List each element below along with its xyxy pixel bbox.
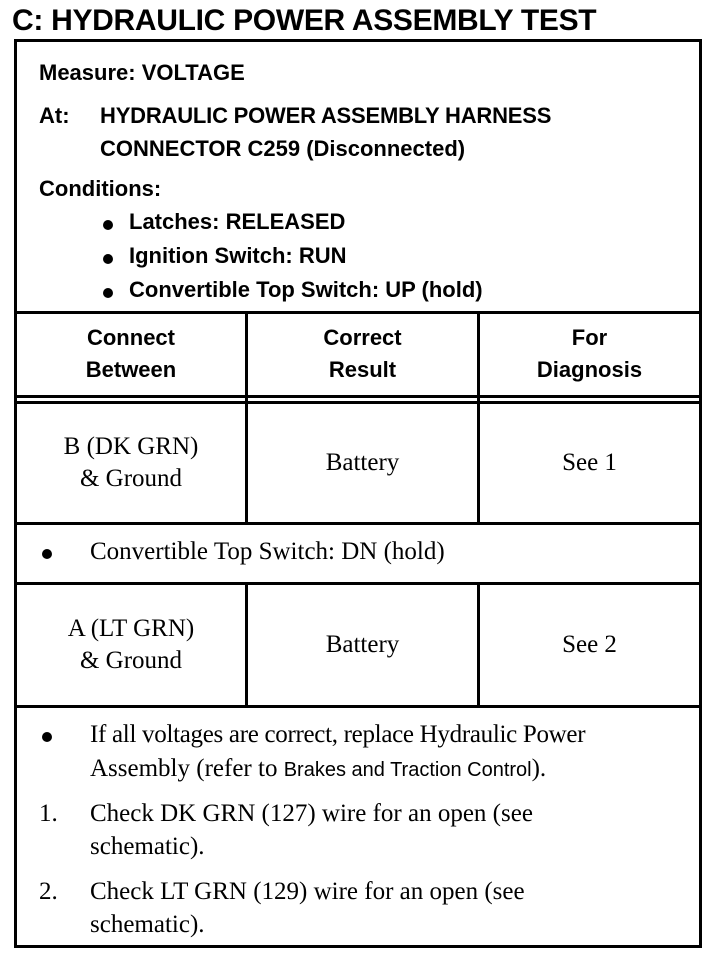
interstitial-condition: Convertible Top Switch: DN (hold)	[90, 538, 445, 565]
divider	[17, 395, 699, 398]
condition-bullet	[103, 288, 113, 298]
row-1-connect-between: B (DK GRN)& Ground	[63, 433, 199, 492]
divider	[17, 705, 699, 708]
manual-reference: Brakes and Traction Control	[283, 759, 532, 781]
column-divider	[477, 585, 480, 705]
at-line-1: HYDRAULIC POWER ASSEMBLY HARNESS	[100, 103, 552, 128]
row-2-correct-result: Battery	[325, 631, 400, 658]
condition-bullet	[103, 220, 113, 230]
step-line: schematic).	[90, 833, 205, 860]
row-2-connect-between: A (LT GRN)& Ground	[67, 615, 195, 674]
at-label: At:	[39, 103, 70, 128]
page-title: C: HYDRAULIC POWER ASSEMBLY TEST	[12, 4, 597, 37]
column-divider	[245, 585, 248, 705]
condition-item: Ignition Switch: RUN	[129, 243, 347, 268]
condition-item: Convertible Top Switch: UP (hold)	[129, 277, 483, 302]
column-divider	[477, 314, 480, 522]
row-1-diagnosis: See 1	[562, 449, 617, 476]
note-line: If all voltages are correct, replace Hyd…	[90, 721, 586, 748]
condition-bullet	[42, 549, 52, 559]
condition-item: Latches: RELEASED	[129, 209, 346, 234]
conditions-label: Conditions:	[39, 176, 162, 201]
note-bullet	[42, 732, 52, 742]
divider	[17, 401, 699, 404]
test-procedure-box: Measure: VOLTAGE At: HYDRAULIC POWER ASS…	[14, 39, 702, 948]
measure-label: Measure: VOLTAGE	[39, 60, 245, 85]
step-line: schematic).	[90, 911, 205, 938]
divider	[17, 311, 699, 314]
divider	[17, 582, 699, 585]
note-line: Assembly (refer to Brakes and Traction C…	[90, 755, 547, 782]
row-2-diagnosis: See 2	[562, 631, 617, 658]
condition-bullet	[103, 254, 113, 264]
row-1-correct-result: Battery	[325, 449, 400, 476]
step-number: 1.	[39, 800, 58, 827]
at-line-2: CONNECTOR C259 (Disconnected)	[100, 136, 466, 161]
step-line: Check LT GRN (129) wire for an open (see	[90, 878, 525, 905]
column-divider	[245, 314, 248, 522]
step-line: Check DK GRN (127) wire for an open (see	[90, 800, 533, 827]
step-number: 2.	[39, 878, 58, 905]
divider	[17, 522, 699, 525]
